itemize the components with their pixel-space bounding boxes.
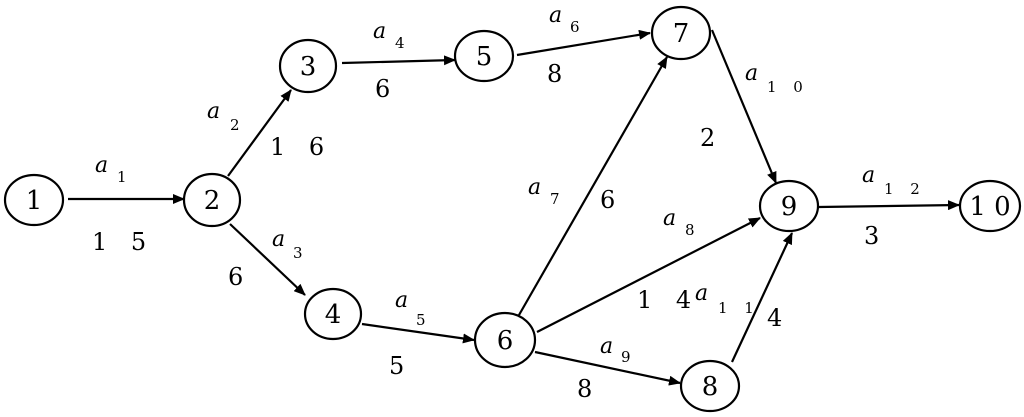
edge-weight-6-9: 1 4: [637, 286, 699, 314]
activity-letter-4-6: a: [395, 288, 408, 313]
activity-subscript-2-4: 3: [293, 244, 309, 262]
node-4: 4: [303, 287, 363, 341]
edge-weight-2-3: 1 6: [270, 133, 332, 161]
edge-weight-5-7: 8: [547, 60, 570, 88]
edge-arrow-7-9: [710, 29, 778, 184]
edge-weight-4-6: 5: [389, 352, 412, 380]
node-label-7: 7: [673, 19, 690, 49]
activity-subscript-6-9: 8: [685, 221, 701, 239]
activity-subscript-5-7: 6: [570, 18, 586, 36]
activity-letter-2-3: a: [207, 99, 220, 124]
activity-letter-1-2: a: [95, 153, 108, 178]
edge-weight-1-2: 1 5: [92, 228, 154, 256]
node-label-10: 1 0: [969, 192, 1010, 222]
node-ellipse-5: [453, 29, 515, 83]
edge-weight-9-10: 3: [864, 222, 887, 250]
edge-arrow-3-5: [341, 55, 456, 66]
edge-weight-2-4: 6: [228, 263, 251, 291]
activity-subscript-6-7: 7: [550, 190, 566, 208]
node-1: 1: [3, 173, 65, 227]
node-ellipse-1: [3, 173, 65, 227]
activity-subscript-1-2: 1: [117, 168, 133, 186]
node-label-5: 5: [476, 42, 493, 72]
activity-letter-5-7: a: [549, 3, 562, 28]
activity-letter-6-7: a: [528, 175, 541, 200]
node-7: 7: [650, 5, 712, 61]
node-label-3: 3: [300, 52, 317, 82]
edge-weight-8-9: 4: [767, 304, 790, 332]
edge-weight-3-5: 6: [375, 75, 398, 103]
activity-letter-8-9: a: [695, 281, 708, 306]
node-8: 8: [679, 359, 741, 413]
edge-arrow-8-9: [731, 232, 793, 363]
edge-arrow-9-10: [818, 200, 960, 211]
edge-arrow-6-9: [536, 217, 761, 333]
activity-letter-3-5: a: [373, 19, 386, 44]
node-ellipse-10: [958, 179, 1022, 233]
edge-arrow-2-4: [229, 223, 306, 296]
node-10: 1 0: [958, 179, 1022, 233]
edge-arrow-2-3: [227, 89, 292, 177]
node-ellipse-4: [303, 287, 363, 341]
edge-arrow-4-6: [361, 322, 475, 344]
edges-layer: [68, 29, 960, 386]
node-ellipse-6: [473, 311, 537, 369]
node-label-2: 2: [204, 186, 221, 216]
activity-letter-7-9: a: [745, 61, 758, 86]
edge-weight-6-8: 8: [577, 375, 600, 403]
edge-arrow-5-7: [516, 29, 651, 57]
activity-subscript-8-9: 1 1: [718, 299, 760, 317]
node-6: 6: [473, 311, 537, 369]
activity-letter-6-9: a: [663, 206, 676, 231]
node-3: 3: [278, 38, 338, 94]
node-2: 2: [182, 172, 242, 228]
edge-arrow-6-8: [534, 350, 681, 386]
node-ellipse-8: [679, 359, 741, 413]
node-ellipse-2: [182, 172, 242, 228]
node-label-8: 8: [702, 372, 719, 402]
activity-subscript-9-10: 1 2: [884, 180, 926, 198]
node-ellipse-7: [650, 5, 712, 61]
node-label-4: 4: [325, 300, 342, 330]
node-ellipse-9: [758, 179, 820, 233]
node-label-1: 1: [26, 186, 43, 216]
activity-letter-9-10: a: [862, 163, 875, 188]
activity-letter-6-8: a: [600, 334, 613, 359]
node-label-6: 6: [497, 326, 514, 356]
activity-subscript-3-5: 4: [395, 34, 411, 52]
nodes-layer: 1 2 3 4 5 6 7 8 9 1 0: [3, 5, 1022, 413]
node-5: 5: [453, 29, 515, 83]
edge-arrow-6-7: [518, 56, 668, 316]
activity-subscript-7-9: 1 0: [767, 78, 809, 96]
node-label-9: 9: [781, 192, 798, 222]
activity-subscript-6-8: 9: [621, 348, 637, 366]
node-ellipse-3: [278, 38, 338, 94]
edge-weight-7-9: 2: [700, 124, 723, 152]
activity-letter-2-4: a: [272, 227, 285, 252]
activity-subscript-2-3: 2: [230, 116, 246, 134]
activity-subscript-4-6: 5: [416, 311, 432, 329]
edge-weight-6-7: 6: [600, 186, 623, 214]
node-9: 9: [758, 179, 820, 233]
